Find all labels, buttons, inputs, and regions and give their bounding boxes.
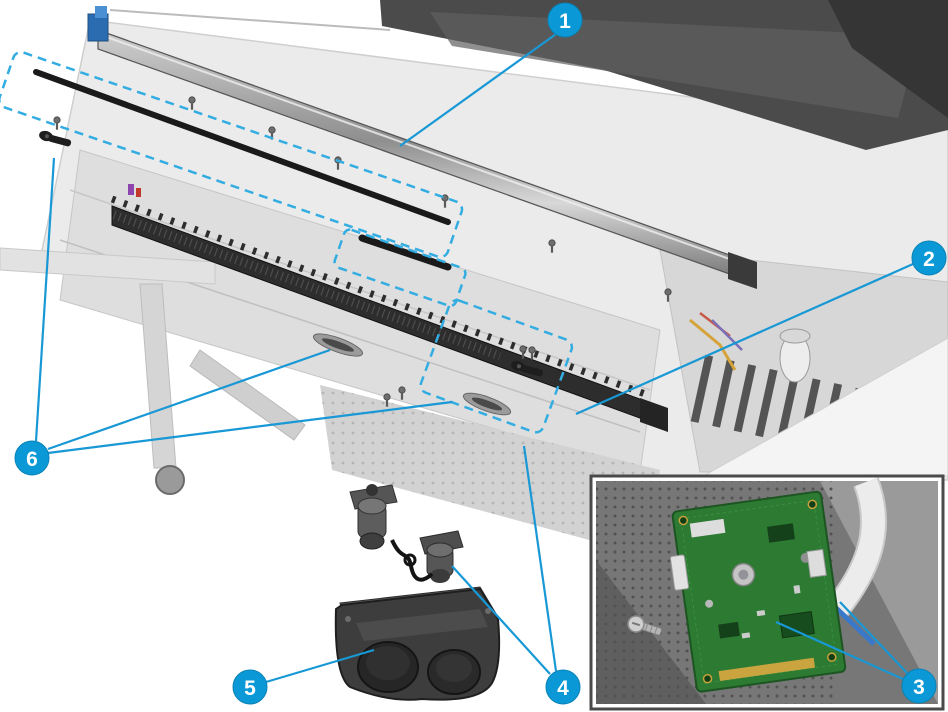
- leader-6c: [47, 400, 453, 455]
- leader-3a: [775, 620, 904, 681]
- left-beam: [0, 247, 216, 285]
- leader-4b: [451, 565, 551, 675]
- cable-violet: [711, 319, 743, 351]
- leader-6b: [47, 348, 331, 451]
- leader-4a: [522, 445, 558, 672]
- screw-icon: [53, 116, 61, 131]
- encoder-strip: [33, 69, 452, 271]
- callout-5: 5: [232, 669, 268, 705]
- callout-4-number: 4: [557, 677, 569, 700]
- motor-assemblies-part-4: [349, 484, 464, 583]
- callout-4: 4: [545, 669, 581, 705]
- hook-bracket-mid: [511, 360, 544, 377]
- printer-chassis: [0, 0, 948, 556]
- callout-3: 3: [901, 668, 937, 704]
- holder-part-5: [334, 586, 501, 701]
- dashed-box-rail-section: [419, 299, 574, 434]
- callout-5-number: 5: [244, 677, 256, 700]
- loose-screw: [627, 615, 662, 636]
- hook-bracket-left: [39, 130, 72, 147]
- callout-1: 1: [547, 2, 583, 38]
- callout-6: 6: [14, 440, 50, 476]
- callout-2-number: 2: [923, 248, 935, 271]
- cable-yellow: [689, 318, 737, 371]
- top-window: [828, 0, 948, 118]
- rail-end-clip-blue: [87, 13, 109, 42]
- leader-1: [399, 33, 557, 147]
- pcb-inset: [589, 474, 945, 711]
- caster-wheel: [155, 465, 185, 495]
- dashed-box-short-strip: [333, 228, 467, 308]
- board-connector: [669, 554, 690, 591]
- callout-2: 2: [911, 240, 947, 276]
- callout-1-number: 1: [559, 10, 571, 33]
- carriage-rail-part-1: [87, 6, 757, 303]
- dashed-box-encoder: [0, 50, 464, 259]
- leader-lines: [34, 33, 914, 684]
- leader-3b: [839, 601, 908, 674]
- callout-3-number: 3: [913, 676, 925, 699]
- rail-end-block: [728, 252, 757, 289]
- leader-5: [265, 648, 375, 684]
- pcb-board: [669, 490, 847, 693]
- callout-6-number: 6: [26, 448, 38, 471]
- blue-flex-cable: [832, 604, 876, 646]
- dashed-selection-boxes: [0, 50, 574, 434]
- leader-6a: [34, 157, 56, 442]
- leader-2: [575, 262, 914, 416]
